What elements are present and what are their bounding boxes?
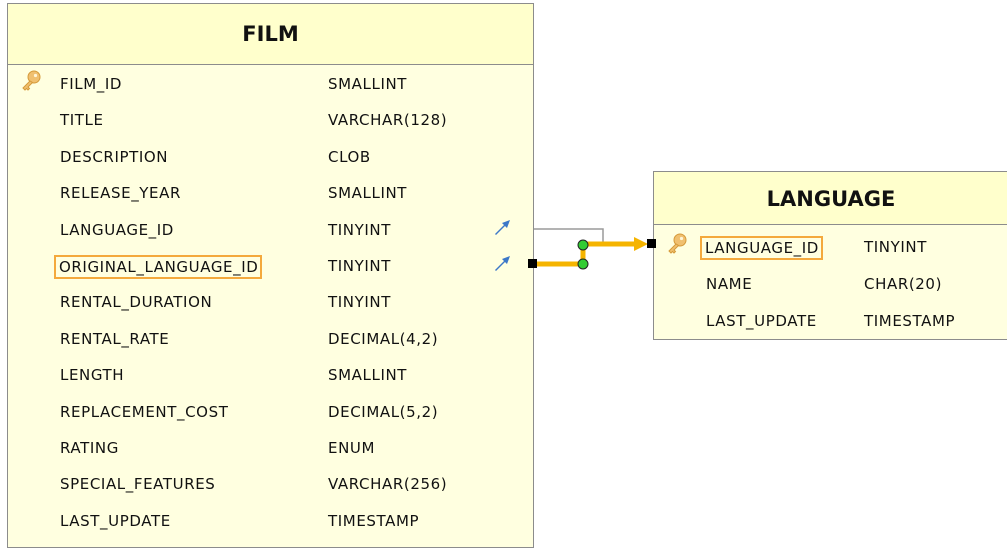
film-row[interactable]: LAST_UPDATE TIMESTAMP bbox=[8, 503, 533, 539]
film-row[interactable]: SPECIAL_FEATURES VARCHAR(256) bbox=[8, 466, 533, 502]
column-type: SMALLINT bbox=[328, 75, 408, 93]
column-type: TINYINT bbox=[328, 293, 391, 312]
film-row[interactable]: RENTAL_DURATION TINYINT bbox=[8, 284, 533, 320]
column-type: CHAR(20) bbox=[864, 275, 943, 293]
relation-arrowhead bbox=[634, 237, 648, 251]
column-name: REPLACEMENT_COST bbox=[60, 402, 229, 421]
relation-line-original-language-id[interactable] bbox=[534, 241, 640, 267]
film-table[interactable]: FILM FILM_ID SMALLINT TITLE VARCHAR(128) DES… bbox=[7, 3, 534, 548]
column-name: FILM_ID bbox=[60, 75, 123, 93]
film-row[interactable]: LANGUAGE_ID TINYINT bbox=[8, 212, 533, 248]
column-name: DESCRIPTION bbox=[60, 147, 169, 166]
primary-key-icon bbox=[666, 233, 688, 259]
film-row[interactable]: TITLE VARCHAR(128) bbox=[8, 102, 533, 138]
column-type: VARCHAR(256) bbox=[328, 475, 448, 494]
primary-key-icon bbox=[20, 70, 42, 96]
column-name: LAST_UPDATE bbox=[60, 511, 171, 530]
film-row[interactable]: DESCRIPTION CLOB bbox=[8, 139, 533, 175]
language-row[interactable]: NAME CHAR(20) bbox=[654, 266, 1007, 302]
film-row[interactable]: LENGTH SMALLINT bbox=[8, 357, 533, 393]
column-name: RENTAL_RATE bbox=[60, 329, 170, 348]
column-name: TITLE bbox=[60, 111, 104, 130]
language-row[interactable]: LANGUAGE_ID TINYINT bbox=[654, 229, 1007, 265]
language-table[interactable]: LANGUAGE LANGUAGE_ID TINYINT NAME CHAR(20) L… bbox=[653, 171, 1007, 340]
column-type: ENUM bbox=[328, 439, 376, 457]
column-type: DECIMAL(4,2) bbox=[328, 329, 439, 348]
film-row[interactable]: RATING ENUM bbox=[8, 430, 533, 466]
column-name: NAME bbox=[706, 275, 753, 293]
column-name: LANGUAGE_ID bbox=[700, 236, 823, 260]
column-name: SPECIAL_FEATURES bbox=[60, 475, 216, 494]
column-type: VARCHAR(128) bbox=[328, 111, 448, 130]
film-row[interactable]: FILM_ID SMALLINT bbox=[8, 66, 533, 102]
relation-bend-handle-bottom[interactable] bbox=[577, 258, 589, 270]
foreign-key-arrow-icon bbox=[492, 254, 512, 278]
film-table-title: FILM bbox=[8, 4, 533, 65]
column-type: TIMESTAMP bbox=[864, 312, 956, 330]
film-row[interactable]: REPLACEMENT_COST DECIMAL(5,2) bbox=[8, 394, 533, 430]
film-row[interactable]: RELEASE_YEAR SMALLINT bbox=[8, 175, 533, 211]
column-name: LENGTH bbox=[60, 366, 125, 385]
language-row[interactable]: LAST_UPDATE TIMESTAMP bbox=[654, 303, 1007, 339]
language-table-title: LANGUAGE bbox=[654, 172, 1007, 225]
column-type: SMALLINT bbox=[328, 366, 408, 385]
column-type: TIMESTAMP bbox=[328, 511, 420, 530]
column-type: CLOB bbox=[328, 147, 371, 166]
column-name: RELEASE_YEAR bbox=[60, 184, 182, 203]
film-row[interactable]: RENTAL_RATE DECIMAL(4,2) bbox=[8, 321, 533, 357]
relation-bend-handle-top[interactable] bbox=[577, 239, 589, 251]
film-row[interactable]: ORIGINAL_LANGUAGE_ID TINYINT bbox=[8, 248, 533, 284]
foreign-key-arrow-icon bbox=[492, 218, 512, 242]
column-type: DECIMAL(5,2) bbox=[328, 402, 439, 421]
column-name: LAST_UPDATE bbox=[706, 312, 817, 330]
column-name: RENTAL_DURATION bbox=[60, 293, 213, 312]
column-name: ORIGINAL_LANGUAGE_ID bbox=[53, 255, 263, 279]
column-type: TINYINT bbox=[328, 220, 391, 239]
column-type: SMALLINT bbox=[328, 184, 408, 203]
column-name: RATING bbox=[60, 439, 119, 457]
column-type: TINYINT bbox=[328, 257, 391, 275]
column-type: TINYINT bbox=[864, 238, 927, 256]
relation-line-language-id[interactable] bbox=[534, 228, 604, 245]
column-name: LANGUAGE_ID bbox=[60, 220, 174, 239]
